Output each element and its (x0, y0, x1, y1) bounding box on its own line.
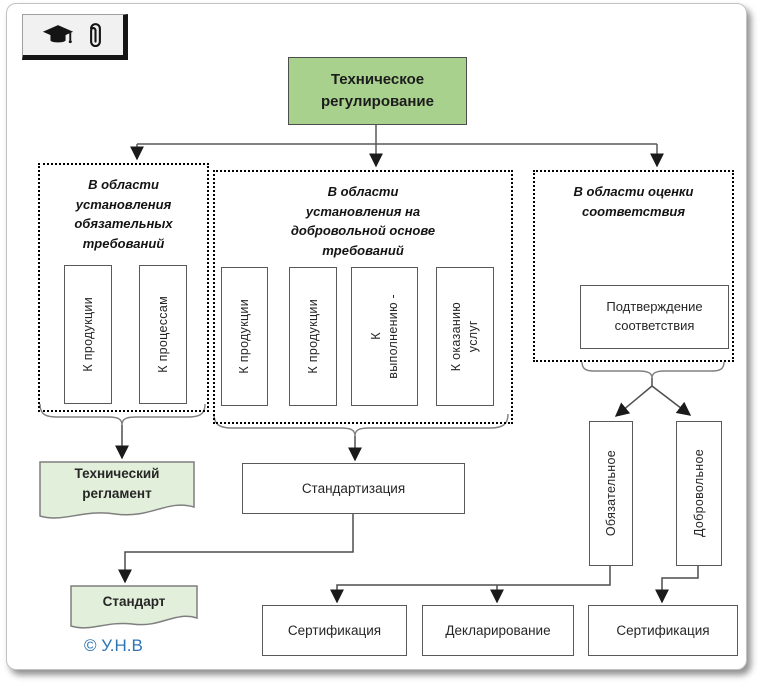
node-products-voluntary-1: К продукции (221, 267, 268, 406)
node-processes: К процессам (139, 265, 187, 404)
node-products-mandatory-label: К продукции (80, 297, 95, 372)
node-products-voluntary-1-label: К продукции (237, 299, 252, 374)
root-node-technical-regulation: Техническое регулирование (288, 57, 467, 125)
node-certification-1: Сертификация (262, 605, 407, 656)
node-mandatory-type: Обязательное (589, 421, 633, 566)
node-products-mandatory: К продукции (64, 265, 112, 404)
node-technical-regulation-doc: Технический регламент (39, 461, 195, 525)
root-node-label: Техническое регулирование (321, 70, 434, 111)
group-voluntary-requirements: В области установления на добровольной о… (213, 170, 513, 424)
group-voluntary-heading: В области установления на добровольной о… (290, 184, 436, 258)
group-mandatory-requirements: В области установления обязательных треб… (38, 163, 209, 412)
node-standard-label: Стандарт (102, 594, 166, 610)
group-conformity-heading: В области оценки соответствия (573, 184, 694, 219)
node-products-voluntary-2: К продукции (289, 267, 337, 406)
paperclip-icon[interactable] (85, 21, 106, 50)
group-conformity-assessment: В области оценки соответствия (533, 170, 734, 362)
node-services: К оказанию услуг (436, 267, 494, 406)
node-standardization: Стандартизация (242, 463, 465, 514)
node-standardization-label: Стандартизация (301, 480, 406, 496)
node-conformity-confirmation: Подтверждение соответствия (580, 285, 729, 349)
mini-toolbar (22, 14, 128, 60)
node-certification-2-label: Сертификация (616, 622, 710, 638)
node-declaration-label: Декларирование (445, 622, 551, 638)
node-declaration: Декларирование (422, 605, 574, 656)
copyright-text: © У.Н.В (84, 636, 143, 655)
node-conformity-confirmation-label: Подтверждение соответствия (606, 299, 703, 333)
node-processes-label: К процессам (155, 296, 170, 373)
node-mandatory-type-label: Обязательное (603, 450, 618, 537)
node-performance-label: К выполнению - (368, 294, 400, 379)
node-standard-doc: Стандарт (70, 585, 198, 633)
group-mandatory-heading: В области установления обязательных треб… (74, 177, 173, 251)
node-certification-1-label: Сертификация (287, 622, 382, 638)
node-products-voluntary-2-label: К продукции (305, 299, 320, 374)
node-technical-regulation-label: Технический регламент (74, 465, 160, 502)
node-certification-2: Сертификация (588, 605, 738, 656)
graduation-cap-icon[interactable] (41, 23, 75, 48)
node-voluntary-type-label: Добровольное (691, 449, 706, 538)
node-services-label: К оказанию услуг (449, 301, 480, 372)
node-performance: К выполнению - (351, 267, 418, 406)
node-voluntary-type: Добровольное (676, 421, 722, 566)
